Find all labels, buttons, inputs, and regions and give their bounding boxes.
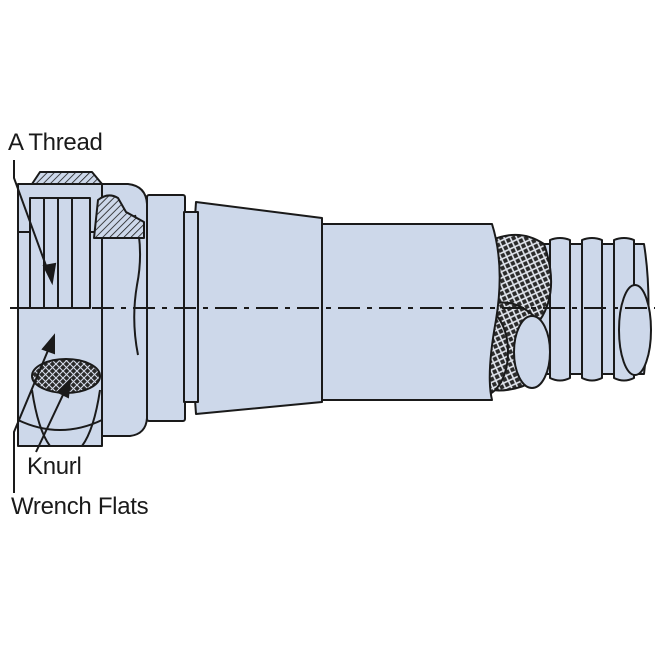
coupling-ring [91, 183, 148, 437]
cutaway-section [93, 194, 145, 239]
thread-ribs [29, 197, 91, 309]
body-barrel [321, 223, 501, 401]
leader-a-thread [13, 160, 53, 283]
label-a-thread: A Thread [8, 129, 103, 156]
label-knurl: Knurl [27, 453, 82, 480]
thread-crest [31, 171, 103, 185]
label-wrench-flats: Wrench Flats [11, 493, 149, 520]
leader-wrench-flats [13, 335, 55, 493]
